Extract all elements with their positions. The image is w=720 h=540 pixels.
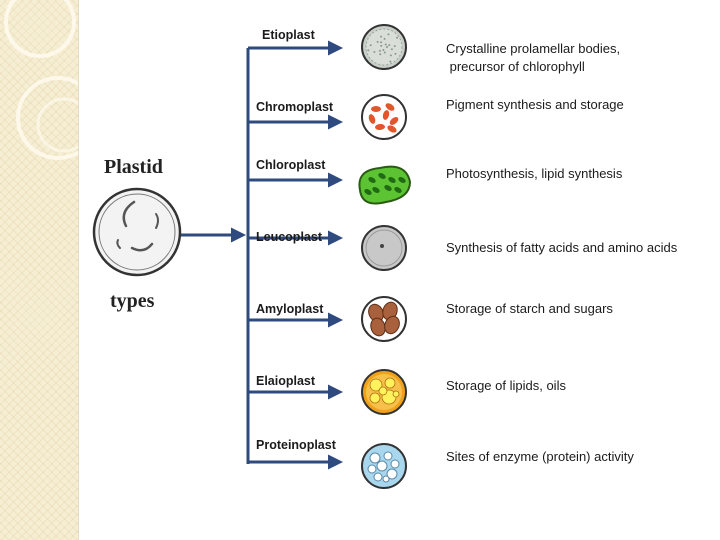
chloroplast-label: Chloroplast bbox=[256, 158, 326, 172]
amyloplast-function: Storage of starch and sugars bbox=[446, 300, 613, 318]
etioplast-label: Etioplast bbox=[262, 28, 315, 42]
chloroplast-function: Photosynthesis, lipid synthesis bbox=[446, 165, 622, 183]
decorative-rings bbox=[4, 0, 78, 160]
proteinoplast-icon bbox=[361, 443, 407, 489]
chromoplast-function-line: Pigment synthesis and storage bbox=[446, 97, 624, 112]
amyloplast-function-line: Storage of starch and sugars bbox=[446, 301, 613, 316]
etioplast-function-line: Crystalline prolamellar bodies, bbox=[446, 41, 621, 56]
decorative-side-panel bbox=[0, 0, 78, 540]
leucoplast-label: Leucoplast bbox=[256, 230, 322, 244]
elaioplast-label: Elaioplast bbox=[256, 374, 316, 388]
proteinoplast-function-line: Sites of enzyme (protein) activity bbox=[446, 449, 634, 464]
proteinoplast-function: Sites of enzyme (protein) activity bbox=[446, 448, 634, 466]
plastid-central-icon bbox=[92, 187, 182, 277]
chromoplast-function: Pigment synthesis and storage bbox=[446, 96, 624, 114]
etioplast-icon bbox=[361, 24, 407, 70]
elaioplast-function: Storage of lipids, oils bbox=[446, 377, 566, 395]
diagram-subtitle: types bbox=[110, 290, 155, 312]
amyloplast-icon bbox=[361, 296, 407, 342]
proteinoplast-label: Proteinoplast bbox=[256, 438, 336, 452]
leucoplast-function-line: Synthesis of fatty acids and amino acids bbox=[446, 240, 678, 255]
elaioplast-icon bbox=[361, 369, 407, 415]
leucoplast-icon bbox=[361, 225, 407, 271]
elaioplast-function-line: Storage of lipids, oils bbox=[446, 378, 566, 393]
amyloplast-label: Amyloplast bbox=[256, 302, 324, 316]
etioplast-function-line-2: precursor of chlorophyll bbox=[446, 59, 585, 74]
chromoplast-label: Chromoplast bbox=[256, 100, 334, 114]
leucoplast-function: Synthesis of fatty acids and amino acids bbox=[446, 239, 677, 257]
diagram-title: Plastid bbox=[104, 156, 163, 178]
panel-divider bbox=[78, 0, 79, 540]
chloroplast-icon bbox=[358, 165, 412, 205]
chromoplast-icon bbox=[361, 94, 407, 140]
chloroplast-function-line: Photosynthesis, lipid synthesis bbox=[446, 166, 623, 181]
etioplast-function: Crystalline prolamellar bodies, precurso… bbox=[446, 40, 620, 76]
